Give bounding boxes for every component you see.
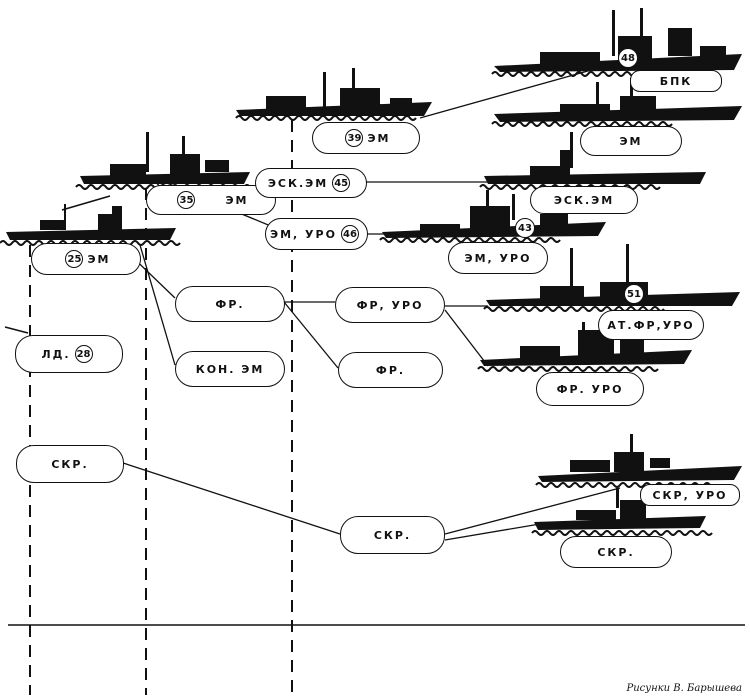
number-badge: 35 bbox=[177, 191, 196, 209]
ship-35-silhouette bbox=[80, 132, 250, 184]
node-skr-uro-right: СКР, УРО bbox=[640, 484, 740, 506]
badge-51: 51 bbox=[624, 284, 644, 304]
node-kon-em: КОН. ЭМ bbox=[175, 351, 285, 387]
node-em-35: 35 ЭМ bbox=[146, 185, 276, 215]
wave-fr-uro bbox=[477, 366, 659, 372]
number-badge: 45 bbox=[332, 174, 351, 192]
number-badge: 39 bbox=[345, 129, 364, 147]
node-at-fr-uro: АТ.ФР,УРО bbox=[598, 310, 704, 340]
node-fr-uro-right: ФР. УРО bbox=[536, 372, 644, 406]
node-em-uro-46: ЭМ, УРО 46 bbox=[265, 218, 368, 250]
ship-39-silhouette bbox=[236, 68, 432, 116]
node-label: ЭМ bbox=[225, 193, 249, 207]
node-label: ЭМ, УРО bbox=[270, 227, 337, 241]
node-fr-mid: ФР. bbox=[338, 352, 443, 388]
node-label: ЭМ bbox=[367, 131, 391, 145]
credit: Рисунки В. Барышева bbox=[626, 683, 742, 694]
node-esk-em-right: ЭСК.ЭМ bbox=[530, 186, 638, 214]
wave-39 bbox=[235, 115, 417, 121]
node-skr-left: СКР. bbox=[16, 445, 124, 483]
badge-48: 48 bbox=[618, 48, 638, 68]
number-badge: 25 bbox=[65, 250, 84, 268]
node-em-right: ЭМ bbox=[580, 126, 682, 156]
node-fr: ФР. bbox=[175, 286, 285, 322]
number-badge: 46 bbox=[340, 225, 359, 243]
ship-43-silhouette bbox=[382, 190, 606, 238]
node-em-uro-right: ЭМ, УРО bbox=[448, 242, 548, 274]
node-label: ЭСК.ЭМ bbox=[267, 176, 329, 190]
ship-em-right-silhouette bbox=[494, 78, 742, 122]
ship-48-bpk-silhouette bbox=[494, 8, 742, 72]
ship-skr-uro-silhouette bbox=[538, 434, 742, 482]
node-em-25: 25 ЭМ bbox=[31, 243, 141, 275]
node-ld-28: ЛД. 28 bbox=[15, 335, 123, 373]
ship-25-silhouette bbox=[6, 195, 176, 240]
node-skr-right: СКР. bbox=[560, 536, 672, 568]
node-fr-uro: ФР, УРО bbox=[335, 287, 445, 323]
node-label: ЛД. bbox=[41, 347, 71, 361]
left-tick bbox=[4, 326, 29, 334]
node-em-39: 39 ЭМ bbox=[312, 122, 420, 154]
wave-skr-right bbox=[531, 530, 713, 536]
node-skr-mid: СКР. bbox=[340, 516, 445, 554]
node-esk-em-45: ЭСК.ЭМ 45 bbox=[255, 168, 367, 198]
node-bpk: БПК bbox=[630, 70, 722, 92]
ship-esk-em-right-silhouette bbox=[484, 132, 706, 184]
badge-43: 43 bbox=[515, 218, 535, 238]
node-label: ЭМ bbox=[87, 252, 111, 266]
ship-skr-right-silhouette bbox=[534, 488, 706, 530]
number-badge: 28 bbox=[74, 345, 93, 363]
